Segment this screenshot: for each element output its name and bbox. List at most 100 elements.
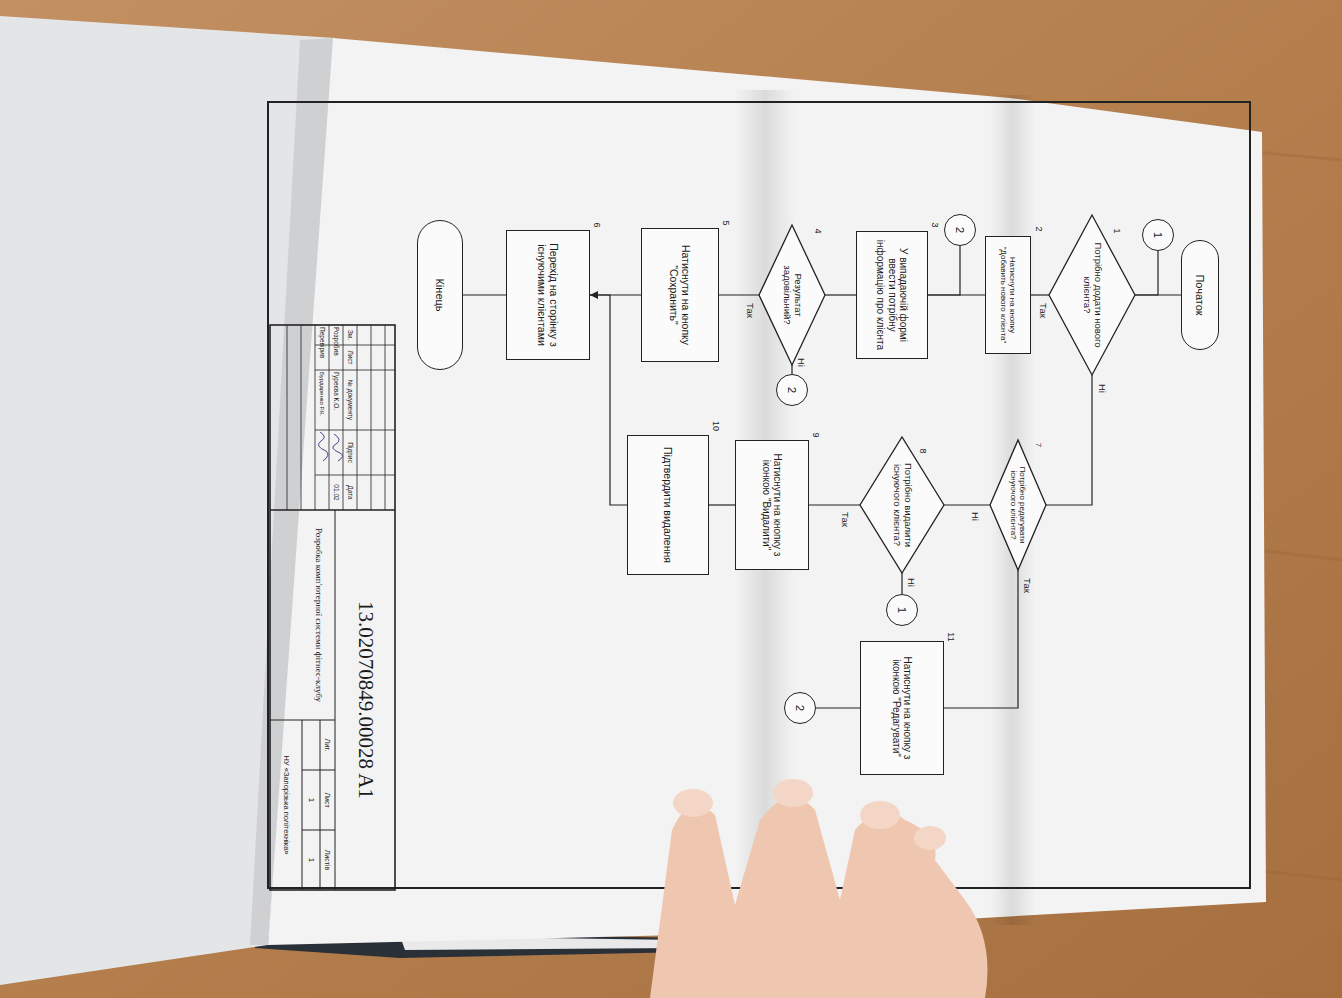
left-page [0, 16, 335, 985]
process-box: Натиснути на кнопку з іконкою "Видалити" [735, 440, 809, 570]
table-cell: Лист [343, 345, 357, 370]
step-number: 3 [928, 218, 940, 232]
drawing-sheet [268, 38, 1266, 945]
process-box: У випадаючій формі ввести потрібну інфор… [856, 231, 928, 359]
edge-label: Так [1038, 303, 1048, 318]
process-box: Натиснути на кнопку з іконкою "Редагуват… [860, 641, 944, 775]
process-box: Перехід на сторінку з існуючими клієнтам… [506, 230, 590, 360]
drawing-title: Розробка комп'ютерної системи фітнес-клу… [302, 512, 334, 718]
node-text: Потрібно редагувати існуючого клієнта? [993, 462, 1042, 548]
table-cell: Перевірив [315, 325, 329, 370]
node-text: Початок [1182, 245, 1218, 345]
organization: НУ «Запорізька політехніка» [270, 720, 302, 890]
flow-line [709, 504, 735, 505]
finger-tip [773, 779, 813, 807]
step-number: 1 [1110, 224, 1122, 238]
table-cell: 1 [302, 770, 320, 830]
node-text: Кінець [418, 225, 462, 365]
step-number: 8 [916, 444, 928, 458]
decision-diamond: Потрібно видалити існуючого клієнта? [860, 437, 944, 573]
frame-border [268, 102, 1250, 888]
flow-line [719, 294, 759, 295]
table-cell: Лист [320, 770, 335, 830]
step-number: 5 [719, 216, 731, 230]
finger-tip [860, 801, 900, 829]
process-box: Натиснути на кнопку "Сохранить" [641, 228, 719, 362]
step-number: 9 [809, 428, 821, 442]
flow-line [1031, 294, 1049, 295]
finger-tip [914, 826, 946, 850]
edge-label: Ні [1097, 384, 1107, 393]
edge-label: Ні [906, 578, 916, 587]
node-text: 1 [887, 595, 917, 625]
flow-line [1135, 251, 1158, 295]
terminator: Кінець [417, 220, 463, 370]
node-text: Результат задовільний? [763, 249, 821, 341]
flow-line [463, 294, 506, 295]
title-line [270, 509, 395, 510]
edge-label: Ні [970, 512, 980, 521]
table-cell: Лит. [320, 720, 335, 770]
step-number: 7 [1032, 438, 1044, 452]
node-text: 2 [777, 375, 807, 405]
title-columns [315, 345, 395, 475]
decision-diamond: Потрібно додати нового клієнта? [1049, 215, 1135, 375]
flow-line [809, 504, 860, 505]
title-cells [270, 510, 335, 890]
flow-line [944, 570, 1018, 708]
signature [318, 432, 328, 461]
diamond-shape [860, 437, 944, 573]
finger-tip [673, 789, 713, 817]
process-box: Підтвердити видалення [627, 435, 709, 575]
connector-circle: 2 [944, 214, 976, 246]
step-number: 11 [944, 629, 956, 645]
node-text: Потрібно додати нового клієнта? [1054, 242, 1130, 348]
node-text: Натиснути на кнопку "Добавить нового клі… [986, 241, 1030, 349]
node-text: Натиснути на кнопку з іконкою "Видалити" [736, 445, 808, 565]
node-text: Підтвердити видалення [628, 440, 708, 570]
node-text: Потрібно видалити існуючого клієнта? [865, 460, 939, 550]
edge-label: Так [1022, 578, 1032, 593]
step-number: 4 [811, 224, 823, 238]
table-cell: Дата [343, 475, 357, 510]
hand-palm [650, 797, 988, 998]
table-cell: Гуреєва К.О. [329, 370, 343, 430]
node-text: 1 [1143, 220, 1173, 250]
rotated-sheet: Початок1Потрібно додати нового клієнта?Н… [260, 100, 1270, 900]
node-text: У випадаючій формі ввести потрібну інфор… [857, 236, 927, 354]
flow-line [944, 504, 990, 505]
diamond-shape [759, 225, 825, 365]
flow-line [928, 246, 960, 295]
step-number: 2 [1032, 222, 1044, 236]
table-cell: 1 [302, 830, 320, 890]
table-cell: № документу [343, 370, 357, 430]
table-cell: Підпис [343, 430, 357, 475]
connector-circle: 2 [784, 692, 816, 724]
process-box: Натиснути на кнопку "Добавить нового клі… [985, 236, 1031, 354]
diamond-shape [990, 440, 1046, 570]
connector-circle: 1 [1142, 219, 1174, 251]
edge-label: Так [745, 303, 755, 318]
diamond-shape [1049, 215, 1135, 375]
drawing-number: 13.02070849.00028 A1 [335, 510, 395, 890]
table-cell: Розробив [329, 325, 343, 370]
edge-label: Ні [796, 358, 806, 367]
flow-line [901, 573, 902, 594]
connector-circle: 1 [886, 594, 918, 626]
title-rows [287, 325, 385, 510]
table-cell: Листів [320, 830, 335, 890]
flow-line [590, 295, 627, 505]
terminator: Початок [1181, 240, 1219, 350]
connector-circle: 2 [776, 374, 808, 406]
table-cell: 01.02 [329, 475, 343, 510]
flow-line [816, 707, 860, 708]
node-text: 2 [945, 215, 975, 245]
edge-label: Так [840, 512, 850, 527]
table-cell: Зм. [343, 325, 357, 345]
flow-line [1046, 375, 1092, 505]
decision-diamond: Потрібно редагувати існуючого клієнта? [990, 440, 1046, 570]
flow-line [825, 294, 856, 295]
decision-diamond: Результат задовільний? [759, 225, 825, 365]
